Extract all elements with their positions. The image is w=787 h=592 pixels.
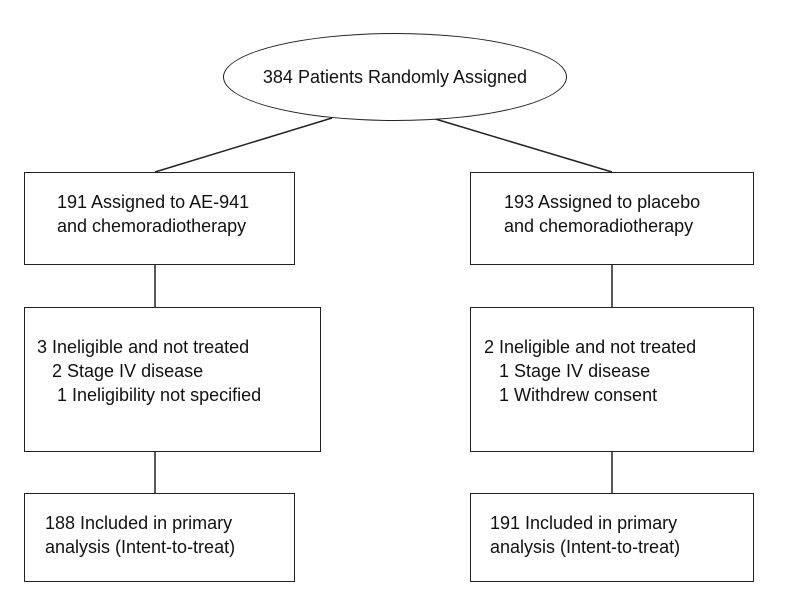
left-included-line-1: 188 Included in primary [45,513,233,533]
left-ineligible-line-3: 1 Ineligibility not specified [37,385,262,405]
left-included-line-2: analysis (Intent-to-treat) [45,537,236,557]
left-assigned-line-1: 191 Assigned to AE-941 [57,192,250,212]
right-assigned-line-2: and chemoradiotherapy [504,216,694,236]
left-ineligible-box: 3 Ineligible and not treated 2 Stage IV … [24,307,321,452]
left-included-box: 188 Included in primary analysis (Intent… [24,493,295,582]
right-ineligible-line-2: 1 Stage IV disease [484,361,651,381]
right-assigned-line-1: 193 Assigned to placebo [504,192,701,212]
right-included-line-1: 191 Included in primary [490,513,678,533]
root-label: 384 Patients Randomly Assigned [262,67,528,87]
right-assigned-box: 193 Assigned to placebo and chemoradioth… [470,172,754,265]
left-assigned-line-2: and chemoradiotherapy [57,216,247,236]
right-included-box: 191 Included in primary analysis (Intent… [470,493,754,582]
connector-root-to-right [431,117,613,173]
left-ineligible-line-1: 3 Ineligible and not treated [37,337,250,357]
right-ineligible-line-1: 2 Ineligible and not treated [484,337,697,357]
right-included-line-2: analysis (Intent-to-treat) [490,537,681,557]
connector-root-to-left [154,117,333,173]
left-ineligible-line-2: 2 Stage IV disease [37,361,204,381]
root-oval: 384 Patients Randomly Assigned [223,33,567,121]
right-ineligible-box: 2 Ineligible and not treated 1 Stage IV … [470,307,754,452]
left-assigned-box: 191 Assigned to AE-941 and chemoradiothe… [24,172,295,265]
right-ineligible-line-3: 1 Withdrew consent [484,385,658,405]
